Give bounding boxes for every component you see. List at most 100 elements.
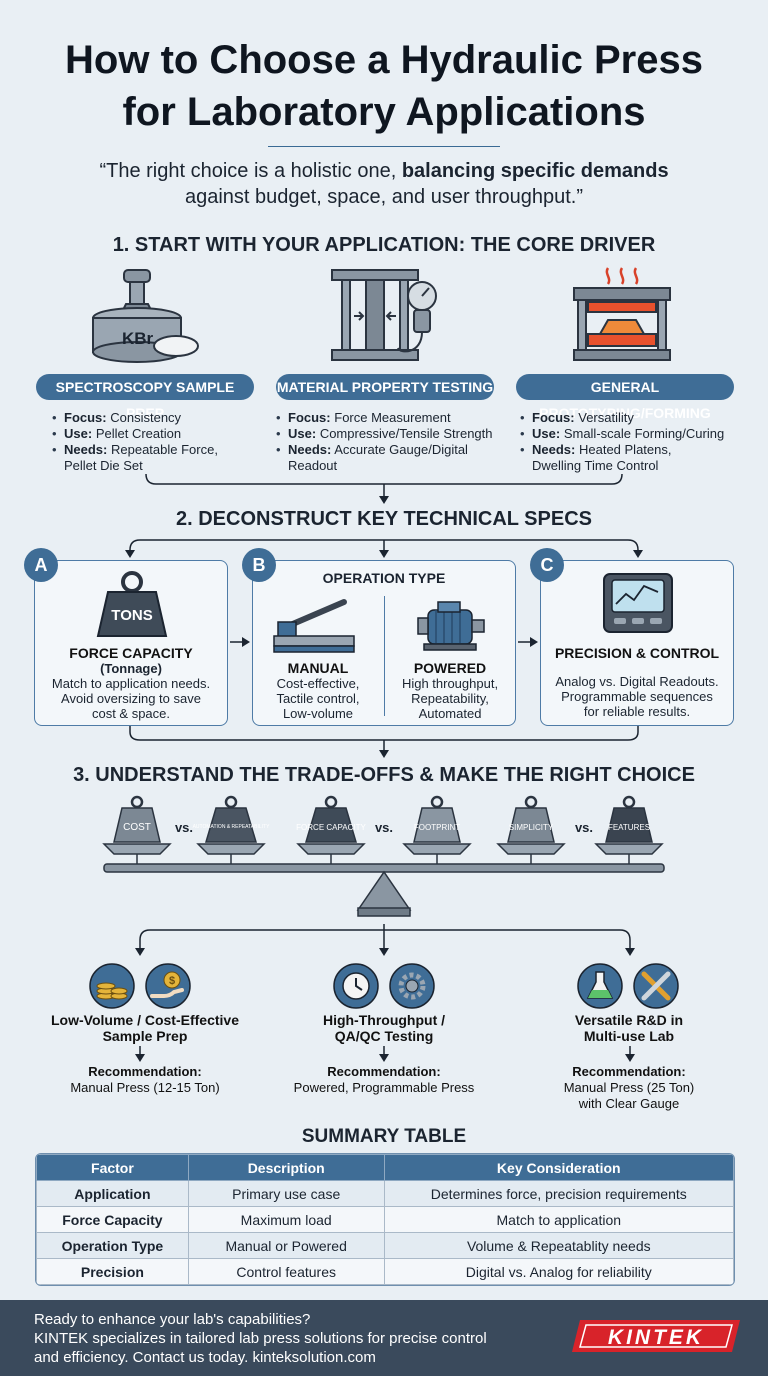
- table-cell: Digital vs. Analog for reliability: [383, 1258, 734, 1285]
- outcome-high-throughput: High-Throughput / QA/QC Testing: [322, 1012, 446, 1044]
- outcome-arrows: [135, 1046, 635, 1062]
- arrow-a-to-b: [230, 637, 250, 647]
- tools-icon: [633, 963, 679, 1009]
- svg-text:FORCE CAPACITY: FORCE CAPACITY: [296, 823, 366, 832]
- weight-footprint: FOOTPRINT: [413, 795, 461, 843]
- outcome-low-volume: Low-Volume / Cost-Effective Sample Prep: [51, 1012, 239, 1044]
- table-cell: Primary use case: [187, 1180, 385, 1207]
- recommendation-low-volume: Recommendation:Manual Press (12-15 Ton): [70, 1064, 220, 1095]
- list-item: Use: Compressive/Tensile Strength: [276, 426, 516, 442]
- list-item: Focus: Consistency: [52, 410, 272, 426]
- material-testing-bullets: Focus: Force Measurement Use: Compressiv…: [276, 410, 516, 474]
- weight-cost: COST: [113, 795, 161, 843]
- contact-link[interactable]: and efficiency. Contact us today. kintek…: [34, 1349, 376, 1366]
- list-item: Needs: Heated Platens,Dwelling Time Cont…: [520, 442, 760, 474]
- kbr-label: KBr: [122, 329, 154, 348]
- vs-label: vs.: [575, 820, 593, 835]
- coins-and-money-icons: $: [89, 963, 191, 1009]
- svg-text:$: $: [169, 975, 175, 987]
- precision-control-text: PRECISION & CONTROL Analog vs. Digital R…: [554, 645, 720, 719]
- weight-features: FEATURES: [605, 795, 653, 843]
- clock-and-gear-icons: [333, 963, 435, 1009]
- powered-text: POWERED High throughput, Repeatability, …: [401, 660, 499, 721]
- table-cell: Control features: [187, 1258, 385, 1285]
- force-capacity-card: [34, 560, 228, 726]
- table-row: Operation Type Manual or Powered Volume …: [36, 1232, 734, 1259]
- table-cell: Match to application: [383, 1206, 734, 1233]
- table-row: Application Primary use case Determines …: [36, 1180, 734, 1207]
- spectroscopy-bullets: Focus: Consistency Use: Pellet Creation …: [52, 410, 272, 474]
- operation-divider: [384, 596, 385, 716]
- tons-weight-icon: TONS: [96, 571, 168, 637]
- recommendation-high-throughput: Recommendation:Powered, Programmable Pre…: [293, 1064, 475, 1095]
- intro-quote: “The right choice is a holistic one, bal…: [99, 160, 669, 208]
- table-cell: Application: [36, 1180, 189, 1207]
- vs-label: vs.: [175, 820, 193, 835]
- operation-type-header: OPERATION TYPE: [322, 570, 446, 586]
- table-cell: Precision: [36, 1258, 189, 1285]
- force-capacity-text: FORCE CAPACITY (Tonnage) Match to applic…: [51, 645, 211, 721]
- pellet-die-icon: KBr: [92, 269, 199, 363]
- gear-icon: [389, 963, 435, 1009]
- vs-label: vs.: [375, 820, 393, 835]
- list-item: Use: Pellet Creation: [52, 426, 272, 442]
- column-header: Key Consideration: [383, 1154, 734, 1181]
- material-testing-frame-icon: [331, 269, 437, 361]
- pill-spectroscopy: SPECTROSCOPY SAMPLE PREP: [36, 374, 254, 421]
- weight-force-capacity: FORCE CAPACITY: [296, 795, 366, 843]
- svg-text:SIMPLICITY: SIMPLICITY: [509, 823, 554, 832]
- table-cell: Volume & Repeatablity needs: [383, 1232, 734, 1259]
- table-row: Force Capacity Maximum load Match to app…: [36, 1206, 734, 1233]
- table-row: Precision Control features Digital vs. A…: [36, 1258, 734, 1285]
- weight-automation-repeatability: AUTOMATION & REPEATABILITY: [193, 795, 271, 843]
- list-item: Focus: Versatility: [520, 410, 760, 426]
- summary-table-wrapper: Factor Description Key Consideration App…: [35, 1153, 735, 1286]
- prototyping-bullets: Focus: Versatility Use: Small-scale Form…: [520, 410, 760, 474]
- summary-table: Factor Description Key Consideration App…: [36, 1154, 734, 1285]
- connector-section2-branches: [125, 539, 643, 558]
- money-hand-icon: $: [145, 963, 191, 1009]
- section-3-heading: 3. UNDERSTAND THE TRADE-OFFS & MAKE THE …: [73, 764, 695, 786]
- summary-heading: SUMMARY TABLE: [301, 1126, 467, 1147]
- table-cell: Force Capacity: [36, 1206, 189, 1233]
- footer-text: Ready to enhance your lab's capabilities…: [34, 1310, 544, 1367]
- table-cell: Maximum load: [187, 1206, 385, 1233]
- page-title: How to Choose a Hydraulic Press for Labo…: [65, 38, 703, 134]
- tons-label: TONS: [111, 607, 152, 624]
- list-item: Focus: Force Measurement: [276, 410, 516, 426]
- flask-icon: [577, 963, 623, 1009]
- kintek-logo: KINTEK: [572, 1320, 740, 1352]
- manual-pump-icon: [273, 599, 355, 653]
- badge-a: A: [24, 548, 58, 582]
- column-header: Description: [187, 1154, 385, 1181]
- svg-text:COST: COST: [123, 822, 151, 833]
- table-cell: Manual or Powered: [187, 1232, 385, 1259]
- manual-text: MANUAL Cost-effective, Tactile control, …: [276, 660, 360, 721]
- section-2-heading: 2. DECONSTRUCT KEY TECHNICAL SPECS: [176, 508, 592, 530]
- badge-c: C: [530, 548, 564, 582]
- recommendation-versatile: Recommendation:Manual Press (25 Ton)with…: [563, 1064, 695, 1111]
- coins-icon: [89, 963, 135, 1009]
- svg-text:AUTOMATION & REPEATABILITY: AUTOMATION & REPEATABILITY: [193, 824, 271, 830]
- connector-section3-branches: [135, 924, 635, 956]
- list-item: Needs: Repeatable Force,Pellet Die Set: [52, 442, 272, 474]
- table-cell: Determines force, precision requirements: [383, 1180, 734, 1207]
- list-item: Use: Small-scale Forming/Curing: [520, 426, 760, 442]
- heated-platen-press-icon: [573, 267, 671, 361]
- arrow-b-to-c: [518, 637, 538, 647]
- connector-section1-to-2: [145, 473, 623, 504]
- table-cell: Operation Type: [36, 1232, 189, 1259]
- tradeoff-balance-scale: COST AUTOMATION & REPEATABILITY FORCE CA…: [102, 795, 665, 917]
- digital-readout-icon: [603, 573, 673, 633]
- clock-icon: [333, 963, 379, 1009]
- pill-prototyping: GENERAL PROTOTYPING/FORMING: [516, 374, 734, 421]
- section-1-heading: 1. START WITH YOUR APPLICATION: THE CORE…: [112, 234, 656, 256]
- pill-material-testing: MATERIAL PROPERTY TESTING: [276, 374, 494, 400]
- electric-motor-icon: [417, 601, 485, 651]
- connector-section2-to-3: [129, 726, 639, 758]
- outcome-versatile: Versatile R&D in Multi-use Lab: [574, 1012, 684, 1044]
- column-header: Factor: [36, 1154, 189, 1181]
- flask-and-tools-icons: [577, 963, 679, 1009]
- svg-text:FOOTPRINT: FOOTPRINT: [414, 823, 460, 832]
